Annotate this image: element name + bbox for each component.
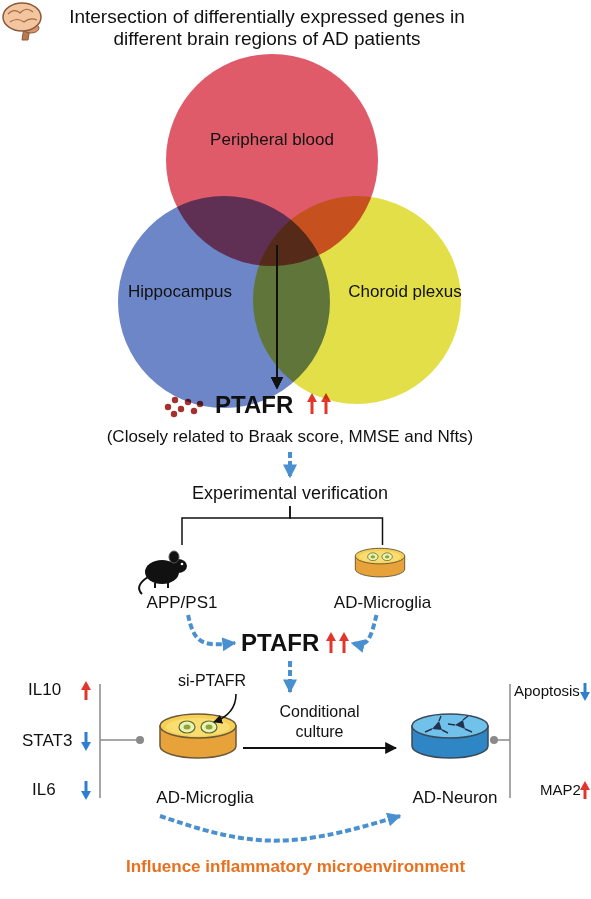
flow-connector xyxy=(276,245,278,388)
mouse-ear xyxy=(169,551,179,563)
gene-box: PTAFR xyxy=(238,628,350,658)
microglia-dish xyxy=(160,714,236,758)
down-arrow-shaft xyxy=(85,732,88,743)
node-text: AD-Microglia xyxy=(156,788,253,808)
node-text: APP/PS1 xyxy=(147,593,218,613)
flow-connector xyxy=(276,385,278,388)
down-arrow-head xyxy=(81,742,91,751)
outcome-label: Apoptosis xyxy=(514,682,580,699)
left-bracket xyxy=(100,684,138,798)
flow-connector xyxy=(288,661,292,692)
brain-gyri xyxy=(8,9,37,22)
brain-cerebrum xyxy=(3,3,41,31)
up-arrow-shaft xyxy=(343,640,346,653)
cell-box: AD-Neuron xyxy=(400,708,510,808)
node-text: Experimental verification xyxy=(192,483,388,504)
up-arrow-shaft xyxy=(85,689,88,700)
node-text: Peripheral blood xyxy=(210,130,334,150)
marker-label: STAT3 xyxy=(22,731,72,751)
up-arrow-head xyxy=(339,632,349,641)
flow-connector xyxy=(243,747,396,749)
cell-box: AD-Microglia xyxy=(145,708,265,808)
node-text: Choroid plexus xyxy=(348,282,461,302)
up-arrow-pair xyxy=(326,632,349,653)
treatment-arrow xyxy=(214,694,236,722)
molecule-dot xyxy=(178,406,184,412)
cell-box: AD-Microglia xyxy=(325,545,440,613)
up-arrow-head xyxy=(81,681,91,690)
down-arrow-head xyxy=(580,692,590,701)
mouse-tail xyxy=(139,577,148,594)
note-text: (Closely related to Braak score, MMSE an… xyxy=(90,427,490,447)
diagram-title: Intersection of differentially expressed… xyxy=(57,6,477,50)
bracket-line xyxy=(509,684,511,798)
trend-arrows xyxy=(81,681,590,800)
up-arrow-shaft xyxy=(584,789,587,799)
microglia-dish xyxy=(355,548,404,577)
flow-connector xyxy=(182,506,290,545)
down-arrow-head xyxy=(81,791,91,800)
molecule-dot xyxy=(172,397,178,403)
up-arrow-shaft xyxy=(311,401,314,414)
molecule-dot xyxy=(191,408,197,414)
up-arrow-head xyxy=(580,781,590,790)
molecule-dot xyxy=(165,404,171,410)
flow-connector xyxy=(290,506,383,545)
flow-connector xyxy=(188,615,235,644)
up-arrow-shaft xyxy=(325,401,328,414)
bracket-dot xyxy=(136,736,144,744)
treatment-label: si-PTAFR xyxy=(178,672,246,690)
down-arrow-shaft xyxy=(584,683,587,693)
conclusion-text: Influence inflammatory microenvironment xyxy=(0,857,591,877)
up-arrow-shaft xyxy=(330,640,333,653)
marker-label: IL6 xyxy=(32,780,56,800)
flow-connector xyxy=(276,385,278,388)
flow-connector xyxy=(352,615,377,644)
model-box: APP/PS1 xyxy=(130,545,234,613)
mouse-eye xyxy=(181,563,184,566)
neuron-dish xyxy=(412,714,488,758)
node-text: AD-Microglia xyxy=(334,593,431,613)
node-text: PTAFR xyxy=(215,391,293,419)
brain-icon xyxy=(3,3,41,40)
outcome-label: MAP2 xyxy=(540,781,581,798)
step-box: Experimental verification xyxy=(180,480,400,506)
gene-box: PTAFR xyxy=(212,390,342,420)
marker-label: IL10 xyxy=(28,680,61,700)
edge-label: Conditional culture xyxy=(270,702,370,742)
venn-circle: Choroid plexus xyxy=(252,195,462,405)
up-arrow-head xyxy=(326,632,336,641)
bracket-stem xyxy=(100,739,138,741)
bracket-dot xyxy=(490,736,498,744)
mouse-icon xyxy=(139,551,187,594)
flow-connector xyxy=(160,816,400,841)
mouse-feet xyxy=(155,583,168,588)
flow-connector xyxy=(288,452,292,477)
node-text: PTAFR xyxy=(241,629,319,657)
node-text: AD-Neuron xyxy=(412,788,497,808)
circle-fill xyxy=(253,196,461,404)
down-arrow-shaft xyxy=(85,781,88,792)
molecule-dot xyxy=(171,411,177,417)
bracket-line xyxy=(99,684,101,798)
node-text: Hippocampus xyxy=(128,282,232,302)
